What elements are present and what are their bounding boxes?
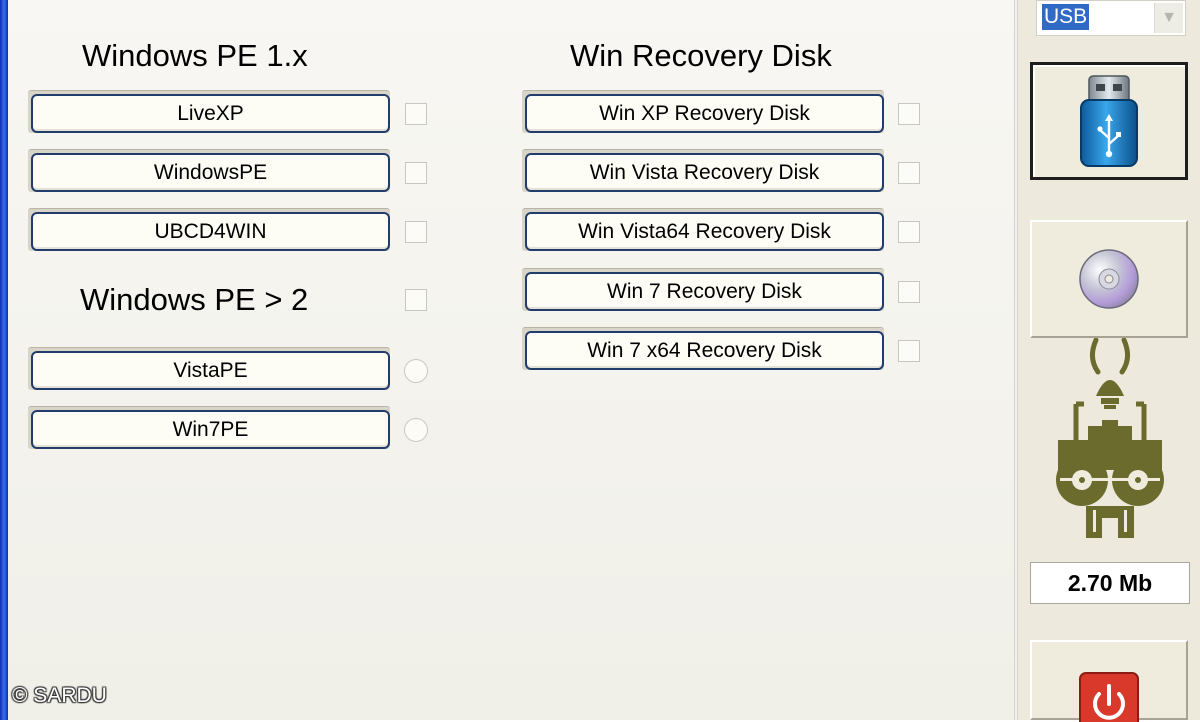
winvista-recovery-checkbox[interactable] bbox=[898, 162, 920, 184]
ubcd4win-button[interactable]: UBCD4WIN bbox=[31, 212, 390, 251]
vistape-button-frame: VistaPE bbox=[28, 347, 390, 390]
win7pe-button-frame: Win7PE bbox=[28, 406, 390, 449]
windowspe-checkbox[interactable] bbox=[405, 162, 427, 184]
copyright-watermark: © SARDU bbox=[12, 684, 107, 707]
win7-recovery-checkbox[interactable] bbox=[898, 281, 920, 303]
usb-button[interactable] bbox=[1030, 62, 1188, 180]
winxp-recovery-button[interactable]: Win XP Recovery Disk bbox=[525, 94, 884, 133]
windowspe-button-frame: WindowsPE bbox=[28, 149, 390, 192]
ubcd4win-button-frame: UBCD4WIN bbox=[28, 208, 390, 251]
window-left-frame bbox=[0, 0, 8, 720]
vistape-radio[interactable] bbox=[404, 359, 428, 383]
win7x64-recovery-button[interactable]: Win 7 x64 Recovery Disk bbox=[525, 331, 884, 370]
windowspe-button[interactable]: WindowsPE bbox=[31, 153, 390, 192]
vistape-button[interactable]: VistaPE bbox=[31, 351, 390, 390]
size-readout: 2.70 Mb bbox=[1030, 562, 1190, 604]
usb-drive-icon bbox=[1080, 75, 1138, 167]
pe2-group-checkbox[interactable] bbox=[405, 289, 427, 311]
win7x64-recovery-checkbox[interactable] bbox=[898, 340, 920, 362]
winvista64-recovery-checkbox[interactable] bbox=[898, 221, 920, 243]
recovery-group-title: Win Recovery Disk bbox=[570, 38, 832, 73]
winvista64-recovery-button-frame: Win Vista64 Recovery Disk bbox=[522, 208, 884, 251]
sardu-logo-icon bbox=[1056, 338, 1164, 538]
livexp-checkbox[interactable] bbox=[405, 103, 427, 125]
target-device-select[interactable]: USB ▼ bbox=[1036, 0, 1186, 36]
power-button[interactable] bbox=[1030, 640, 1188, 722]
target-device-value: USB bbox=[1042, 4, 1090, 30]
ubcd4win-checkbox[interactable] bbox=[405, 221, 427, 243]
win7pe-radio[interactable] bbox=[404, 418, 428, 442]
cd-button[interactable] bbox=[1030, 220, 1188, 338]
livexp-button-frame: LiveXP bbox=[28, 90, 390, 133]
win7-recovery-button[interactable]: Win 7 Recovery Disk bbox=[525, 272, 884, 311]
pe1-group-title: Windows PE 1.x bbox=[82, 38, 308, 73]
power-icon bbox=[1079, 672, 1139, 722]
chevron-down-icon[interactable]: ▼ bbox=[1154, 3, 1183, 33]
win7-recovery-button-frame: Win 7 Recovery Disk bbox=[522, 268, 884, 311]
win7pe-button[interactable]: Win7PE bbox=[31, 410, 390, 449]
winxp-recovery-checkbox[interactable] bbox=[898, 103, 920, 125]
winxp-recovery-button-frame: Win XP Recovery Disk bbox=[522, 90, 884, 133]
livexp-button[interactable]: LiveXP bbox=[31, 94, 390, 133]
panel-divider bbox=[1014, 0, 1018, 720]
winvista-recovery-button-frame: Win Vista Recovery Disk bbox=[522, 149, 884, 192]
cd-disc-icon bbox=[1079, 249, 1139, 309]
win7x64-recovery-button-frame: Win 7 x64 Recovery Disk bbox=[522, 327, 884, 370]
pe2-group-title: Windows PE > 2 bbox=[80, 282, 309, 317]
winvista-recovery-button[interactable]: Win Vista Recovery Disk bbox=[525, 153, 884, 192]
winvista64-recovery-button[interactable]: Win Vista64 Recovery Disk bbox=[525, 212, 884, 251]
